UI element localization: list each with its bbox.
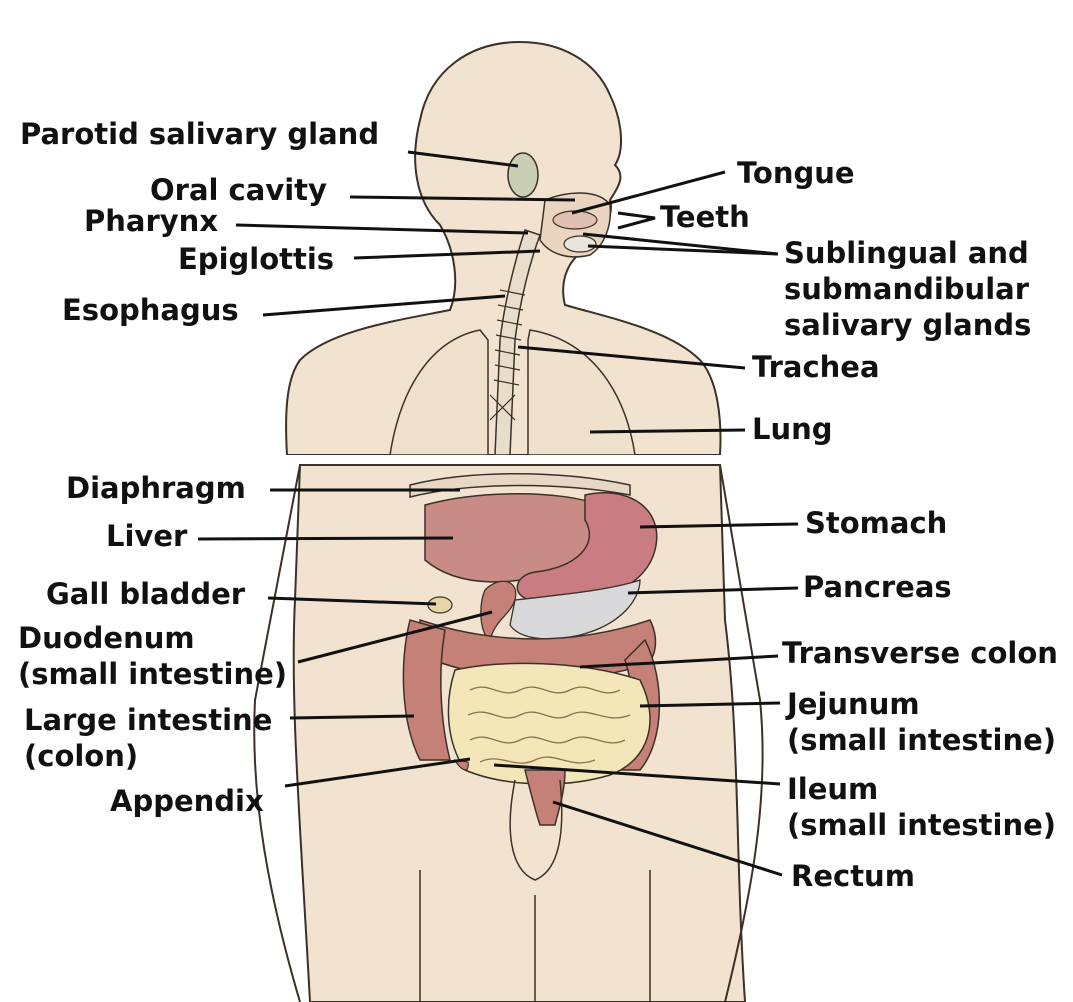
label-tongue: Tongue — [737, 155, 855, 191]
label-pancreas: Pancreas — [803, 569, 952, 605]
label-diaphragm: Diaphragm — [66, 470, 246, 506]
panel-divider — [0, 455, 1073, 465]
lower-body-panel — [254, 465, 762, 1002]
label-large-intestine-line-2: (colon) — [24, 738, 272, 774]
label-ileum-line-1: Ileum — [787, 771, 1056, 807]
label-appendix: Appendix — [110, 783, 264, 819]
leader-liver — [198, 538, 453, 539]
label-ileum: Ileum (small intestine) — [787, 771, 1056, 843]
label-pharynx: Pharynx — [84, 203, 218, 239]
leader-large-intestine — [290, 716, 414, 718]
leader-teeth — [618, 213, 655, 228]
label-sublingual-line-2: submandibular — [784, 271, 1031, 307]
parotid-gland — [508, 153, 538, 197]
label-duodenum: Duodenum (small intestine) — [18, 620, 287, 692]
label-ileum-line-2: (small intestine) — [787, 807, 1056, 843]
label-jejunum-line-1: Jejunum — [787, 686, 1056, 722]
label-jejunum: Jejunum (small intestine) — [787, 686, 1056, 758]
label-rectum: Rectum — [791, 858, 915, 894]
leader-lung — [590, 430, 745, 432]
label-jejunum-line-2: (small intestine) — [787, 722, 1056, 758]
sublingual-gland-shape — [564, 236, 596, 252]
label-sublingual-submandibular-salivary-glands: Sublingual and submandibular salivary gl… — [784, 235, 1031, 343]
small-intestine-shape — [448, 663, 650, 784]
label-gall-bladder: Gall bladder — [46, 576, 245, 612]
label-teeth: Teeth — [660, 199, 750, 235]
label-sublingual-line-1: Sublingual and — [784, 235, 1031, 271]
label-parotid-salivary-gland: Parotid salivary gland — [20, 116, 379, 152]
label-duodenum-line-1: Duodenum — [18, 620, 287, 656]
label-epiglottis: Epiglottis — [178, 241, 334, 277]
label-esophagus: Esophagus — [62, 292, 239, 328]
label-liver: Liver — [106, 518, 187, 554]
label-duodenum-line-2: (small intestine) — [18, 656, 287, 692]
label-sublingual-line-3: salivary glands — [784, 307, 1031, 343]
label-transverse-colon: Transverse colon — [782, 635, 1058, 671]
label-large-intestine-line-1: Large intestine — [24, 702, 272, 738]
label-large-intestine: Large intestine (colon) — [24, 702, 272, 774]
label-trachea: Trachea — [752, 349, 880, 385]
label-lung: Lung — [752, 411, 833, 447]
label-stomach: Stomach — [805, 505, 947, 541]
